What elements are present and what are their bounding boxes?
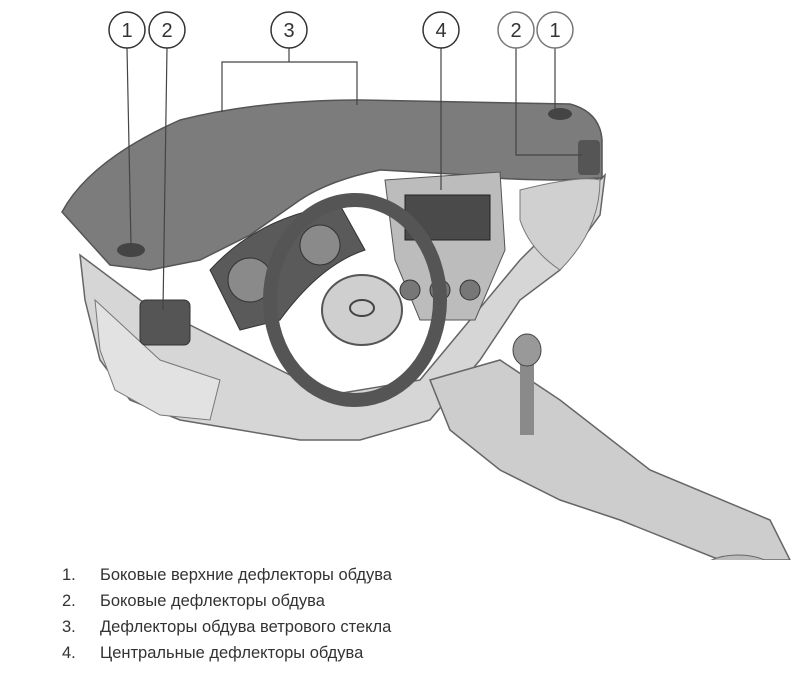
legend-text: Дефлекторы обдува ветрового стекла bbox=[100, 617, 392, 636]
callout-right-2: 2 bbox=[497, 11, 535, 49]
right-upper-vent bbox=[548, 108, 572, 120]
legend-text: Боковые верхние дефлекторы обдува bbox=[100, 565, 392, 584]
svg-text:2: 2 bbox=[161, 20, 172, 42]
gear-knob bbox=[512, 333, 542, 367]
legend-number: 1. bbox=[62, 565, 76, 584]
gear-lever bbox=[520, 345, 534, 435]
callout-center-3: 3 bbox=[270, 11, 308, 49]
legend-item: 3. Дефлекторы обдува ветрового стекла bbox=[62, 614, 392, 640]
cup-holder bbox=[710, 554, 766, 560]
svg-text:2: 2 bbox=[510, 20, 521, 42]
legend-item: 2. Боковые дефлекторы обдува bbox=[62, 588, 392, 614]
legend-text: Боковые дефлекторы обдува bbox=[100, 591, 325, 610]
legend-number: 2. bbox=[62, 591, 76, 610]
steering-wheel bbox=[263, 193, 447, 407]
leader-lines bbox=[126, 47, 582, 311]
legend: 1. Боковые верхние дефлекторы обдува 2. … bbox=[62, 562, 392, 666]
svg-text:4: 4 bbox=[435, 20, 446, 42]
legend-number: 3. bbox=[62, 617, 76, 636]
right-door-trim bbox=[519, 178, 601, 271]
svg-text:1: 1 bbox=[549, 20, 560, 42]
svg-text:1: 1 bbox=[121, 20, 132, 42]
tachometer bbox=[299, 224, 341, 266]
svg-text:3: 3 bbox=[283, 20, 294, 42]
dashboard-illustration: 1 2 3 4 2 1 bbox=[61, 11, 791, 560]
left-upper-vent bbox=[117, 243, 145, 257]
callout-left-2: 2 bbox=[148, 11, 186, 49]
left-side-vent bbox=[139, 299, 191, 346]
center-console bbox=[428, 359, 791, 560]
legend-item: 1. Боковые верхние дефлекторы обдува bbox=[62, 562, 392, 588]
legend-item: 4. Центральные дефлекторы обдува bbox=[62, 640, 392, 666]
legend-number: 4. bbox=[62, 643, 76, 662]
callout-left-1: 1 bbox=[108, 11, 146, 49]
dashboard-top bbox=[61, 99, 603, 271]
steering-hub bbox=[321, 274, 403, 346]
glovebox bbox=[94, 298, 221, 421]
callout-right-1: 1 bbox=[536, 11, 574, 49]
callout-center-4: 4 bbox=[422, 11, 460, 49]
legend-text: Центральные дефлекторы обдува bbox=[100, 643, 364, 662]
right-side-vent bbox=[578, 140, 600, 175]
